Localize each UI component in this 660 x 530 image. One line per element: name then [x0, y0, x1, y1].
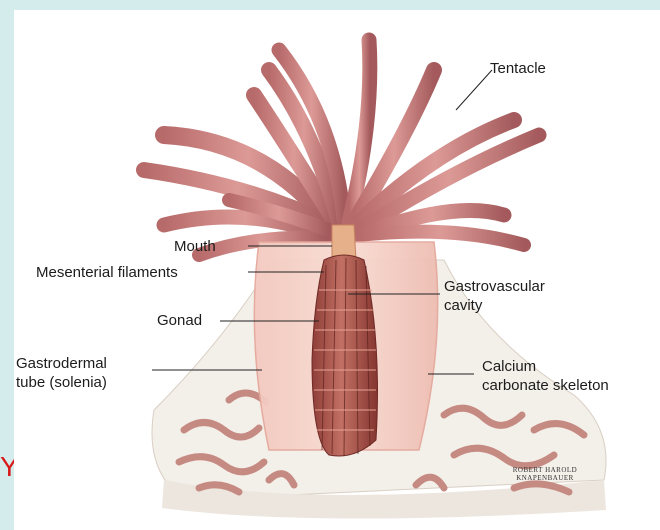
- artist-signature-line1: ROBERT HAROLD: [500, 466, 590, 474]
- artist-signature: ROBERT HAROLD KNAPENBAUER: [500, 466, 590, 482]
- label-mesenterial-filaments: Mesenterial filaments: [36, 264, 178, 282]
- label-calcium-line1: Calcium: [482, 358, 536, 376]
- label-tentacle: Tentacle: [490, 60, 546, 78]
- label-gastrodermal-line2: tube (solenia): [16, 374, 107, 392]
- label-gastrodermal-line1: Gastrodermal: [16, 355, 107, 373]
- mesentery-gonad-column: [312, 255, 378, 456]
- label-mouth: Mouth: [174, 238, 216, 256]
- diagram-canvas: Tentacle Mouth Mesenterial filaments Gas…: [14, 10, 660, 530]
- label-calcium-line2: carbonate skeleton: [482, 377, 609, 395]
- tentacles: [144, 40, 539, 255]
- artist-signature-line2: KNAPENBAUER: [500, 474, 590, 482]
- label-gastrovascular-line1: Gastrovascular: [444, 278, 545, 296]
- label-gastrovascular-line2: cavity: [444, 297, 482, 315]
- leader-tentacle: [456, 70, 492, 110]
- label-gonad: Gonad: [157, 312, 202, 330]
